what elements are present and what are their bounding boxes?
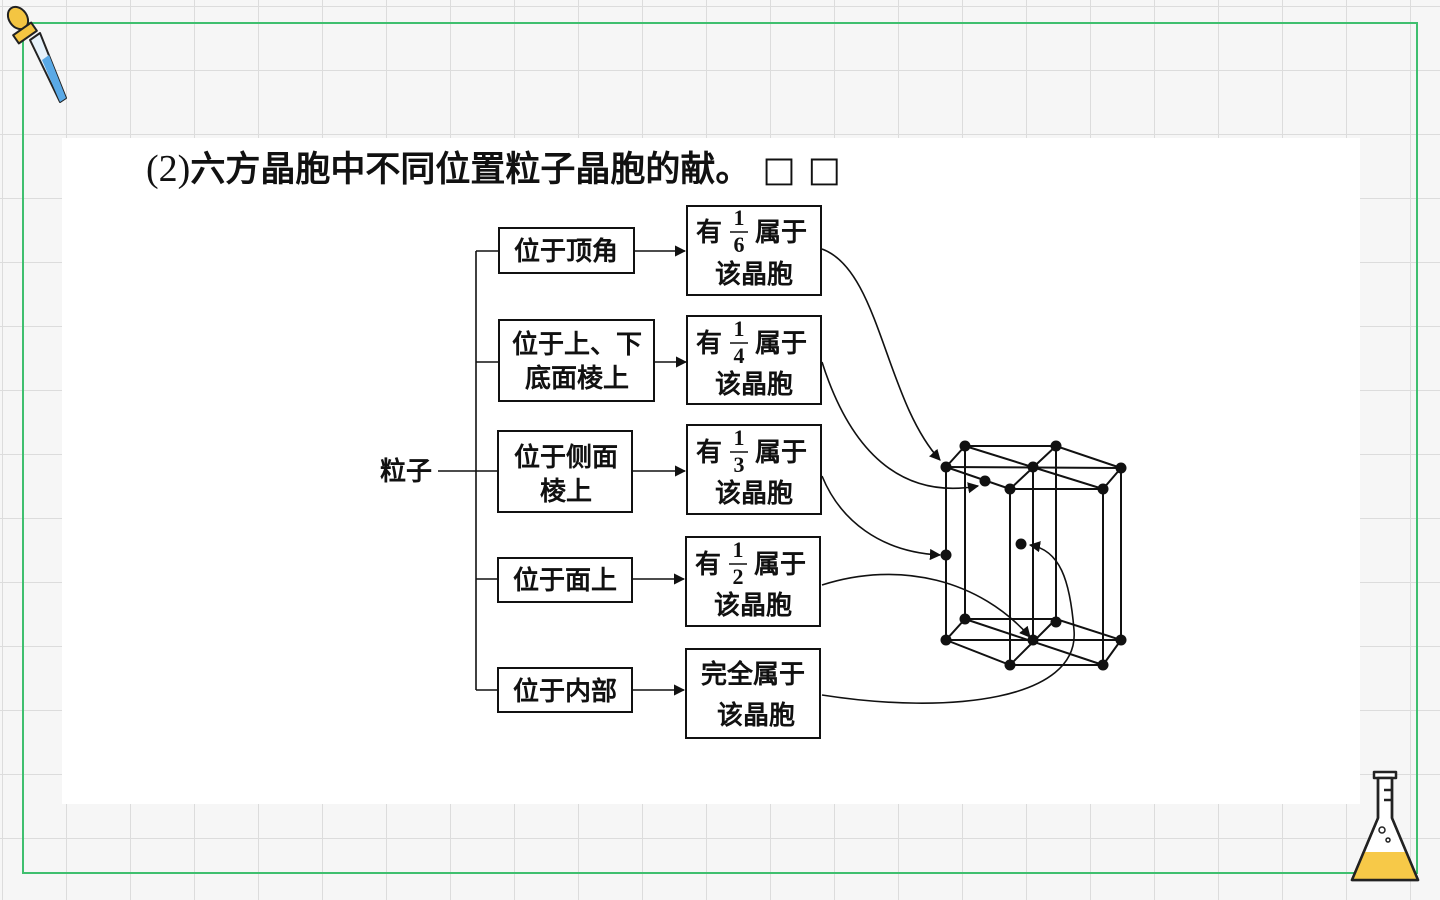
share-box: 有 1 3 属于 该晶胞 (686, 424, 822, 515)
share-text: 该晶胞 (715, 259, 793, 290)
root-label: 粒子 (380, 456, 432, 487)
position-box: 位于内部 (497, 667, 633, 713)
atom (1097, 483, 1109, 495)
share-box: 有 1 2 属于 该晶胞 (685, 536, 821, 627)
atom (1027, 461, 1039, 473)
fraction-denominator: 6 (734, 232, 745, 257)
atom (959, 440, 971, 452)
atom (1050, 616, 1062, 628)
share-box: 有 1 4 属于 该晶胞 (686, 315, 822, 405)
fraction-denominator: 4 (734, 343, 745, 368)
atom (1115, 634, 1127, 646)
atom (940, 549, 952, 561)
hexagonal-prism (944, 445, 1123, 666)
share-text: 有 (696, 218, 722, 248)
mapping-arrows (821, 248, 1075, 704)
share-box: 完全属于 该晶胞 (685, 648, 821, 739)
tree-connectors (438, 250, 498, 691)
position-label: 位于侧面 (514, 442, 618, 473)
share-text: 该晶胞 (714, 590, 792, 621)
position-label: 位于面上 (513, 565, 617, 596)
share-text: 完全属于 (701, 659, 805, 690)
atom (1015, 538, 1027, 550)
fraction-numerator: 1 (734, 316, 745, 341)
atom (979, 475, 991, 487)
share-text: 有 (696, 329, 722, 359)
position-label: 位于上、下 (512, 329, 642, 360)
position-box: 位于侧面 棱上 (497, 430, 633, 513)
share-text: 属于 (755, 218, 807, 248)
title-prefix: (2) (146, 148, 191, 190)
share-text: 该晶胞 (715, 478, 793, 509)
atom (1004, 483, 1016, 495)
share-text: 该晶胞 (715, 369, 793, 400)
fraction-numerator: 1 (734, 425, 745, 450)
share-text: 该晶胞 (717, 700, 795, 731)
atom (959, 613, 971, 625)
position-label: 棱上 (540, 477, 592, 507)
atom (940, 461, 952, 473)
position-label: 位于内部 (513, 676, 617, 707)
position-label: 位于顶角 (514, 236, 618, 267)
dropper-icon (6, 5, 67, 103)
atom (1097, 659, 1109, 671)
atom (1004, 659, 1016, 671)
position-box: 位于面上 (497, 557, 633, 603)
flow-arrows (632, 245, 688, 696)
atom (1115, 462, 1127, 474)
share-text: 有 (695, 550, 721, 580)
atom (940, 634, 952, 646)
share-text: 属于 (754, 550, 806, 580)
share-text: 属于 (755, 329, 807, 359)
share-box: 有 1 6 属于 该晶胞 (686, 205, 822, 296)
flask-icon (1350, 770, 1420, 882)
atom (1050, 440, 1062, 452)
fraction-denominator: 3 (734, 452, 745, 477)
position-label: 底面棱上 (525, 363, 629, 394)
fraction-numerator: 1 (733, 537, 744, 562)
lattice-atoms (940, 440, 1127, 671)
page-title: (2)六方晶胞中不同位置粒子晶胞的献。 □ □ (146, 144, 841, 192)
share-text: 有 (696, 438, 722, 468)
title-text: 六方晶胞中不同位置粒子晶胞的献。 □ □ (190, 150, 841, 190)
position-box: 位于顶角 (498, 227, 635, 274)
position-box: 位于上、下 底面棱上 (498, 319, 655, 402)
share-text: 属于 (755, 438, 807, 468)
fraction-denominator: 2 (733, 564, 744, 589)
fraction-numerator: 1 (734, 205, 745, 230)
page-frame (22, 22, 1418, 874)
